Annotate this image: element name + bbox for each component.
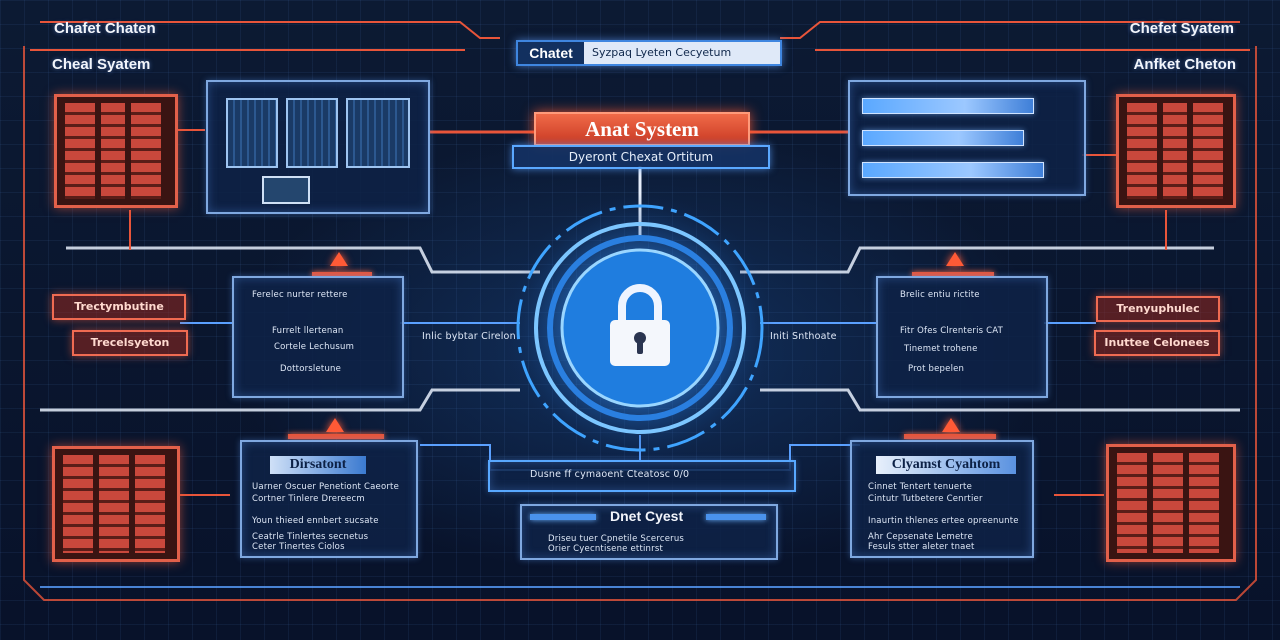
panel-line: Fitr Ofes Clrenteris CAT <box>900 326 1004 336</box>
center-subbanner: Dyeront Chexat Ortitum <box>512 145 770 169</box>
center-left-link: Inlic bybtar Cirelon <box>422 331 516 342</box>
frame-outer <box>23 46 1257 601</box>
rack-column <box>1127 103 1157 199</box>
warning-marker <box>330 252 348 266</box>
header-subtitle: Syzpaq Lyeten Cecyetum <box>592 46 732 59</box>
info-panel-bottom-left: Dirsatont Uarner Oscuer Penetiont Caeort… <box>240 440 418 558</box>
rack-column <box>1117 453 1147 553</box>
server-rack-bottom-left <box>52 446 180 562</box>
monitor-screen <box>286 98 338 168</box>
panel-line: Youn thieed ennbert sucsate <box>252 516 379 526</box>
panel-title: Dnet Cyest <box>610 508 684 524</box>
panel-line: Ferelec nurter rettere <box>252 290 348 300</box>
frame-top-left <box>40 21 500 39</box>
panel-line: Inaurtin thlenes ertee opreenunte <box>868 516 1019 526</box>
warning-marker <box>946 252 964 266</box>
panel-title: Clyamst Cyahtom <box>876 456 1016 474</box>
monitor-screen <box>226 98 278 168</box>
bottom-center-status: Dusne ff cymaoent Cteatosc 0/0 <box>488 460 796 492</box>
center-right-link: Initi Snthoate <box>770 331 837 342</box>
marker-bar <box>288 434 384 439</box>
panel-line: Cortele Lechusum <box>274 342 355 352</box>
header-title: Chatet <box>518 42 584 64</box>
right-tag: Trenyuphulec <box>1096 296 1220 322</box>
stripe-panel-right <box>848 80 1086 196</box>
panel-line: Ceatrle Tinlertes secnetus <box>252 532 369 542</box>
rack-column <box>63 455 93 553</box>
server-rack-bottom-right <box>1106 444 1236 562</box>
core-ring-mid <box>534 222 746 434</box>
panel-line: Cintutr Tutbetere Cenrtier <box>868 494 983 504</box>
bottom-center-panel: Dnet Cyest Driseu tuer Cpnetile Scerceru… <box>520 504 778 560</box>
stripe-bar <box>862 130 1024 146</box>
warning-marker <box>942 418 960 432</box>
bus-lower-right <box>760 388 1240 412</box>
rack-column <box>1193 103 1223 199</box>
corner-label-top-left-inner: Cheal Syatem <box>52 56 151 73</box>
header-bar: Chatet Syzpaq Lyeten Cecyetum <box>516 40 782 66</box>
info-panel-mid-left: Ferelec nurter rettere Furrelt llertenan… <box>232 276 404 398</box>
monitor-panel-left <box>206 80 430 214</box>
bus-upper-right <box>740 246 1214 274</box>
right-tag: Inuttee Celonees <box>1094 330 1220 356</box>
core-ring-inner <box>547 235 733 421</box>
rack-column <box>1189 453 1219 553</box>
marker-bar <box>904 434 996 439</box>
rack-column <box>1153 453 1183 553</box>
info-panel-mid-right: Brelic entiu rictite Fitr Ofes Clrenteri… <box>876 276 1048 398</box>
monitor-screen <box>346 98 410 168</box>
panel-line: Cortner Tinlere Drereecm <box>252 494 365 504</box>
panel-line: Uarner Oscuer Penetiont Caeorte <box>252 482 400 492</box>
server-rack-top-left <box>54 94 178 208</box>
warning-marker <box>326 418 344 432</box>
panel-line: Orier Cyecntisene ettinrst <box>548 544 663 554</box>
left-tag: Trectymbutine <box>52 294 186 320</box>
status-line: Dusne ff cymaoent Cteatosc 0/0 <box>530 469 690 480</box>
left-tag: Trecelsyeton <box>72 330 188 356</box>
panel-line: Driseu tuer Cpnetile Scercerus <box>548 534 685 544</box>
marker-bar <box>312 272 372 277</box>
corner-label-top-right-inner: Anfket Cheton <box>1133 56 1237 73</box>
rack-column <box>1163 103 1187 199</box>
rack-column <box>101 103 125 199</box>
panel-title: Dirsatont <box>270 456 366 474</box>
panel-line: Fesuls stter aleter tnaet <box>868 542 975 552</box>
rack-column <box>131 103 161 199</box>
server-rack-top-right <box>1116 94 1236 208</box>
panel-line: Ceter Tinertes Ciolos <box>252 542 345 552</box>
accent-bar <box>530 514 596 520</box>
marker-bar <box>912 272 994 277</box>
rack-column <box>99 455 129 553</box>
info-panel-bottom-right: Clyamst Cyahtom Cinnet Tentert tenuerte … <box>850 440 1034 558</box>
stripe-bar <box>862 98 1034 114</box>
panel-line: Cinnet Tentert tenuerte <box>868 482 973 492</box>
stripe-bar <box>862 162 1044 178</box>
bus-lower-left <box>40 388 520 412</box>
core-ring-outer <box>516 204 764 452</box>
panel-line: Prot bepelen <box>908 364 965 374</box>
padlock-icon <box>610 284 670 366</box>
accent-bar <box>706 514 766 520</box>
keyboard-block <box>262 176 310 204</box>
frame-top-right <box>780 21 1240 39</box>
center-banner: Anat System <box>534 112 750 146</box>
corner-label-top-left: Chafet Chaten <box>54 20 156 37</box>
panel-line: Dottorsletune <box>280 364 342 374</box>
panel-line: Ahr Cepsenate Lemetre <box>868 532 973 542</box>
panel-line: Brelic entiu rictite <box>900 290 980 300</box>
rack-column <box>65 103 95 199</box>
bus-upper-left <box>66 246 540 274</box>
panel-line: Tinemet trohene <box>904 344 978 354</box>
rack-column <box>135 455 165 553</box>
panel-line: Furrelt llertenan <box>272 326 344 336</box>
corner-label-top-right: Chefet Syatem <box>1129 20 1234 37</box>
